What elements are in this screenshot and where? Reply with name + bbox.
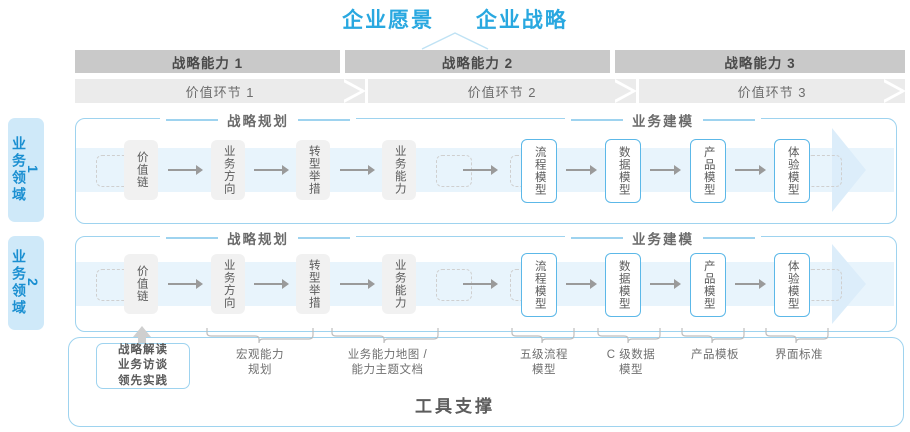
sidebar-domain-1[interactable]: 业务领域 1	[8, 118, 44, 222]
title-vision: 企业愿景	[342, 9, 435, 32]
process-box-label: 流程模型	[533, 146, 546, 196]
process-box-product-model-2[interactable]: 产品模型	[690, 253, 726, 317]
placeholder-box	[806, 155, 842, 187]
process-box-label: 业务方向	[222, 145, 235, 195]
section-label: 业务建模	[632, 232, 694, 247]
flow-arrow-icon	[254, 165, 289, 175]
tool-highlight-box[interactable]: 战略解读 业务访谈 领先实践	[96, 343, 190, 389]
process-box-transformation-1[interactable]: 转型举措	[296, 140, 330, 200]
flow-arrow-icon	[566, 279, 597, 289]
capability-label: 战略能力 2	[441, 55, 514, 71]
flow-arrow-icon	[735, 279, 766, 289]
bracket-icon	[597, 328, 661, 344]
capability-bar-3[interactable]: 战略能力 3	[615, 50, 905, 73]
tool-highlight-line-2: 业务访谈	[118, 359, 168, 372]
section-label: 业务建模	[632, 114, 694, 129]
process-box-label: 价值链	[135, 265, 148, 303]
process-box-label: 流程模型	[533, 260, 546, 310]
process-box-label: 转型举措	[307, 259, 320, 309]
bracket-icon	[331, 328, 439, 344]
page-title: 企业愿景 企业战略	[0, 4, 910, 34]
capability-label: 战略能力 1	[171, 55, 244, 71]
flow-arrow-icon	[340, 165, 375, 175]
process-box-label: 体验模型	[786, 260, 799, 310]
process-box-experience-model-2[interactable]: 体验模型	[774, 253, 810, 317]
process-box-label: 产品模型	[702, 146, 715, 196]
section-label: 战略规划	[227, 114, 289, 129]
flow-arrow-icon	[735, 165, 766, 175]
domain-1-label: 业务领域	[11, 136, 27, 204]
flow-arrow-icon	[254, 279, 289, 289]
section-title-planning-2: 战略规划	[160, 228, 356, 248]
flow-arrow-icon	[168, 279, 203, 289]
placeholder-box	[806, 269, 842, 301]
title-connector-icon	[421, 32, 489, 50]
tool-support-title: 工具支撑	[415, 397, 495, 416]
process-box-label: 转型举措	[307, 145, 320, 195]
process-box-value-chain-2[interactable]: 价值链	[124, 254, 158, 314]
process-box-label: 业务方向	[222, 259, 235, 309]
bracket-icon	[681, 328, 745, 344]
section-title-planning-1: 战略规划	[160, 110, 356, 130]
flow-arrow-icon	[463, 165, 498, 175]
tool-label-process-model: 五级流程模型	[520, 349, 568, 377]
tool-label-macro-capability: 宏观能力规划	[236, 349, 284, 377]
section-title-modeling-1: 业务建模	[565, 110, 761, 130]
process-box-business-capability-2[interactable]: 业务能力	[382, 254, 416, 314]
process-box-data-model-1[interactable]: 数据模型	[605, 139, 641, 203]
process-box-experience-model-1[interactable]: 体验模型	[774, 139, 810, 203]
tool-label-ui-standard: 界面标准	[775, 349, 823, 361]
process-box-business-direction-1[interactable]: 业务方向	[211, 140, 245, 200]
process-box-value-chain-1[interactable]: 价值链	[124, 140, 158, 200]
process-box-product-model-1[interactable]: 产品模型	[690, 139, 726, 203]
flow-arrow-icon	[168, 165, 203, 175]
tool-label-product-template: 产品模板	[691, 349, 739, 361]
tool-label-capability-map: 业务能力地图 /能力主题文档	[347, 349, 428, 377]
domain-2-label: 业务领域	[11, 249, 27, 317]
flow-arrow-icon	[463, 279, 498, 289]
title-strategy: 企业战略	[475, 9, 568, 32]
flow-arrow-icon	[650, 279, 681, 289]
tool-highlight-line-3: 领先实践	[118, 374, 168, 387]
capability-bar-2[interactable]: 战略能力 2	[345, 50, 610, 73]
process-box-label: 业务能力	[393, 145, 406, 195]
bracket-icon	[765, 328, 829, 344]
value-link-label: 价值环节 3	[737, 84, 807, 100]
process-box-label: 业务能力	[393, 259, 406, 309]
value-link-label: 价值环节 2	[467, 84, 537, 100]
sidebar-domain-2[interactable]: 业务领域 2	[8, 236, 44, 330]
capability-label: 战略能力 3	[724, 55, 796, 71]
process-box-data-model-2[interactable]: 数据模型	[605, 253, 641, 317]
capability-bar-1[interactable]: 战略能力 1	[75, 50, 340, 73]
process-box-label: 产品模型	[702, 260, 715, 310]
domain-2-number: 2	[25, 277, 41, 289]
bracket-icon	[206, 328, 314, 344]
bracket-icon	[511, 328, 575, 344]
flow-arrow-icon	[566, 165, 597, 175]
process-box-process-model-1[interactable]: 流程模型	[521, 139, 557, 203]
process-box-label: 数据模型	[617, 146, 630, 196]
flow-arrow-icon	[340, 279, 375, 289]
value-link-bar-1[interactable]: 价值环节 1	[75, 79, 365, 103]
process-box-process-model-2[interactable]: 流程模型	[521, 253, 557, 317]
section-title-modeling-2: 业务建模	[565, 228, 761, 248]
process-box-transformation-2[interactable]: 转型举措	[296, 254, 330, 314]
section-label: 战略规划	[227, 232, 289, 247]
process-box-label: 价值链	[135, 151, 148, 189]
tool-label-data-model: C 级数据模型	[606, 349, 656, 377]
process-box-label: 数据模型	[617, 260, 630, 310]
up-arrow-icon	[133, 326, 151, 348]
domain-1-number: 1	[25, 164, 41, 176]
value-link-label: 价值环节 1	[185, 84, 255, 100]
value-link-bar-3[interactable]: 价值环节 3	[639, 79, 905, 103]
process-box-label: 体验模型	[786, 146, 799, 196]
flow-arrow-icon	[650, 165, 681, 175]
process-box-business-capability-1[interactable]: 业务能力	[382, 140, 416, 200]
tool-support-container	[68, 337, 904, 427]
tool-highlight-line-1: 战略解读	[118, 343, 168, 356]
process-box-business-direction-2[interactable]: 业务方向	[211, 254, 245, 314]
value-link-bar-2[interactable]: 价值环节 2	[368, 79, 636, 103]
